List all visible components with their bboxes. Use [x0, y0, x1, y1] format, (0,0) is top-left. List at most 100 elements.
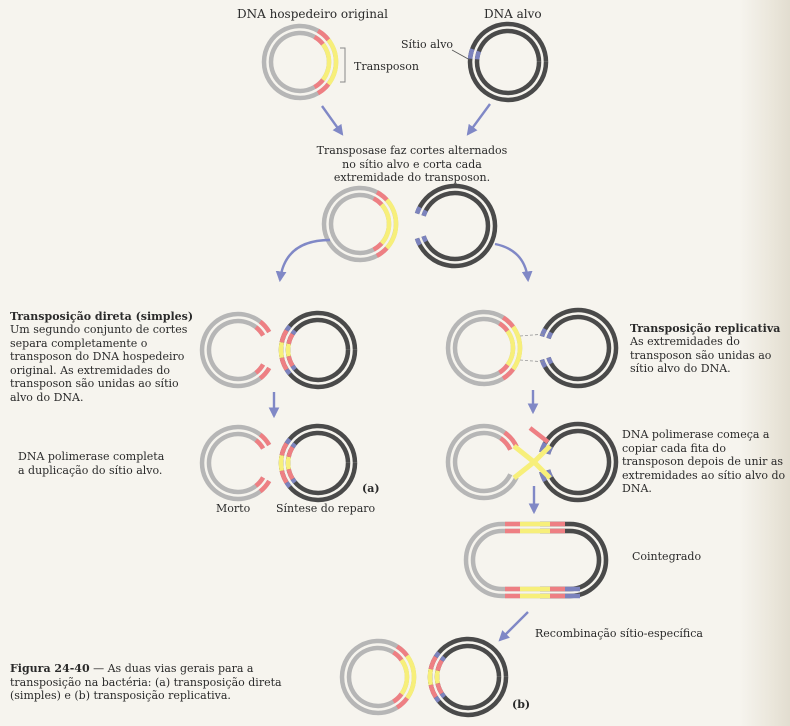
join-line: [519, 359, 546, 363]
transposon-end: [313, 34, 325, 46]
replication-fork: [512, 458, 552, 480]
target-dna-replicative-strand: [539, 307, 619, 389]
transposon-end: [279, 470, 289, 484]
target-site-segment: [439, 692, 447, 699]
target-site-segment: [433, 651, 441, 659]
transposon-end: [316, 82, 331, 96]
target-dna-strand: [474, 28, 542, 96]
dead-label: Morto: [216, 502, 251, 515]
transposon-end: [498, 363, 510, 375]
transposon-end: [501, 367, 515, 381]
target-site-segment: [439, 655, 447, 662]
arrow-to-transposase: [321, 105, 344, 136]
repaired-target-dna-strand: [278, 423, 358, 503]
transposon-end: [501, 315, 515, 329]
target-site-segment: [290, 477, 297, 484]
direct-transposition-title: Transposição direta (simples): [10, 310, 194, 323]
transposon-end: [313, 78, 325, 90]
transposon-end: [279, 329, 289, 343]
target-with-transposon-strand: [285, 317, 351, 383]
replication-fork: [512, 444, 552, 466]
target-site-pointer: [451, 49, 471, 61]
transposon-core: [427, 668, 434, 686]
target-dna-copying-strand: [545, 428, 612, 496]
transposon-core: [278, 341, 285, 359]
transposon-end: [254, 325, 266, 337]
repaired-target-dna-strand: [285, 430, 351, 496]
transposase-text: Transposase faz cortes alternados no sít…: [316, 144, 508, 184]
arrow-to-direct: [275, 238, 331, 283]
polymerase-direct-text: DNA polimerase completa a duplicação do …: [18, 450, 165, 477]
transposon-bracket: [340, 47, 346, 83]
transposon-label: Transposon: [354, 60, 419, 73]
transposon-end: [258, 319, 272, 334]
host-dna-copying-strand: [445, 423, 519, 501]
target-site-segment: [539, 327, 548, 338]
target-dna-cut-strand: [421, 190, 491, 262]
target-site-segment: [290, 442, 297, 449]
figure-caption: Figura 24-40 — As duas vias gerais para …: [10, 662, 310, 703]
transposon-core: [511, 325, 523, 371]
transposon-end: [254, 476, 266, 488]
transposon-end: [392, 692, 404, 704]
target-site-segment: [433, 695, 441, 703]
cointegrate-target-strand: [540, 528, 602, 592]
target-dna-label: DNA alvo: [484, 7, 542, 21]
panel-a-label: (a): [362, 482, 380, 495]
transposon-end: [372, 196, 384, 207]
target-site-segment: [467, 48, 475, 59]
target-site-segment: [545, 445, 554, 455]
transposon-core: [285, 343, 291, 357]
transposon-end: [258, 366, 272, 381]
target-site-segment: [414, 206, 422, 215]
host-dna-copying-strand: [452, 430, 513, 494]
arrow-to-replicative: [494, 242, 533, 283]
transposon-end: [286, 468, 295, 481]
polymerase-replicative-text: DNA polimerase começa a copiar cada fita…: [622, 428, 786, 495]
transposon-end: [258, 479, 272, 494]
target-site-segment: [284, 324, 292, 332]
transposon-end: [286, 355, 295, 368]
transposon-core: [405, 654, 417, 700]
target-site-segment: [539, 358, 548, 369]
transposon-end: [375, 246, 389, 258]
target-site-segment: [545, 469, 554, 479]
dead-host-dna-strand: [199, 424, 272, 502]
target-site-segment: [421, 209, 428, 217]
transposon-end: [428, 655, 438, 670]
target-dna-replicative-strand: [546, 314, 612, 382]
panel-b-label: (b): [512, 698, 531, 711]
dead-host-dna-strand: [206, 431, 266, 495]
host-dna-direct-strand: [199, 311, 272, 389]
transposon-core: [285, 456, 291, 470]
transposon-core: [278, 454, 285, 472]
replicative-transposition-title: Transposição replicativa: [630, 322, 781, 335]
transposon-end: [395, 644, 409, 658]
transposon-end: [316, 28, 331, 42]
target-site-segment: [546, 356, 554, 365]
target-site-segment: [474, 50, 482, 60]
target-site-segment: [421, 235, 428, 243]
transposon-end: [258, 432, 272, 447]
transposon-end: [279, 442, 289, 456]
arrow-to-transposase: [466, 103, 491, 136]
target-dna-copying-strand: [539, 421, 619, 503]
target-site-segment: [290, 329, 297, 336]
repair-synthesis-label: Síntese do reparo: [276, 502, 376, 515]
transposon-end: [499, 436, 513, 451]
host-dna-direct-strand: [206, 318, 266, 382]
transposon-end: [254, 363, 266, 375]
cointegrate-label: Cointegrado: [632, 550, 702, 563]
caption-text: — As duas vias gerais para a transposiçã…: [10, 662, 282, 702]
join-line: [519, 333, 546, 337]
transposon-core: [399, 658, 410, 696]
transposon-core: [379, 203, 392, 245]
target-site-segment: [546, 331, 554, 340]
target-site-segment: [284, 437, 292, 445]
direct-transposition-text: Um segundo conjunto de cortes separa com…: [10, 323, 188, 404]
replicative-transposition-text: As extremidades do transposon são unidas…: [630, 335, 772, 375]
transposon-end: [254, 438, 266, 450]
target-dna-cut-strand: [414, 183, 498, 269]
transposon-core: [434, 670, 440, 684]
